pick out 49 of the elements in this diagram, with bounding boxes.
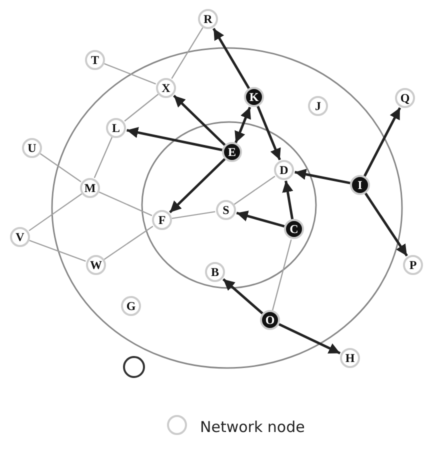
connector-line (28, 193, 82, 232)
arrow (126, 127, 222, 152)
connector-line (172, 211, 216, 220)
connector-line (40, 153, 82, 182)
network-node: L (106, 118, 126, 138)
network-node: J (308, 96, 328, 116)
connector-line (104, 226, 154, 260)
network-node: R (198, 9, 218, 29)
network-node: D (274, 160, 294, 180)
arrow (256, 106, 281, 160)
network-node: V (10, 227, 30, 247)
connector-line (234, 176, 276, 205)
network-node: S (216, 200, 236, 220)
network-node: G (121, 296, 141, 316)
network-node: Q (395, 88, 415, 108)
arrow (294, 168, 350, 184)
arrow (364, 192, 408, 257)
empty-node-circle (123, 356, 145, 378)
active-network-node: C (284, 219, 304, 239)
network-node: M (80, 178, 100, 198)
arrow (236, 210, 285, 228)
connector-line (29, 240, 86, 262)
arrow (282, 180, 294, 220)
network-node: B (205, 262, 225, 282)
connector-line (171, 27, 204, 79)
connector-line (272, 239, 292, 310)
network-node: H (340, 348, 360, 368)
network-node: P (403, 255, 423, 275)
network-node: T (85, 50, 105, 70)
active-network-node: E (222, 142, 242, 162)
arrow (234, 106, 252, 144)
arrow (173, 94, 226, 146)
arrow (212, 28, 250, 90)
active-network-node: K (244, 87, 264, 107)
network-node: W (86, 255, 106, 275)
connector-line (104, 63, 156, 85)
active-network-node: I (350, 175, 370, 195)
connector-line (98, 192, 152, 216)
network-node: F (152, 210, 172, 230)
connector-line (124, 94, 159, 122)
network-node: U (22, 138, 42, 158)
active-network-node: O (260, 310, 280, 330)
network-node: X (156, 78, 176, 98)
arrow (363, 107, 402, 177)
arrow (222, 278, 264, 314)
arrow (278, 323, 341, 354)
arrow (169, 158, 226, 214)
connector-line (94, 136, 113, 178)
legend-label: Network node (200, 418, 305, 436)
